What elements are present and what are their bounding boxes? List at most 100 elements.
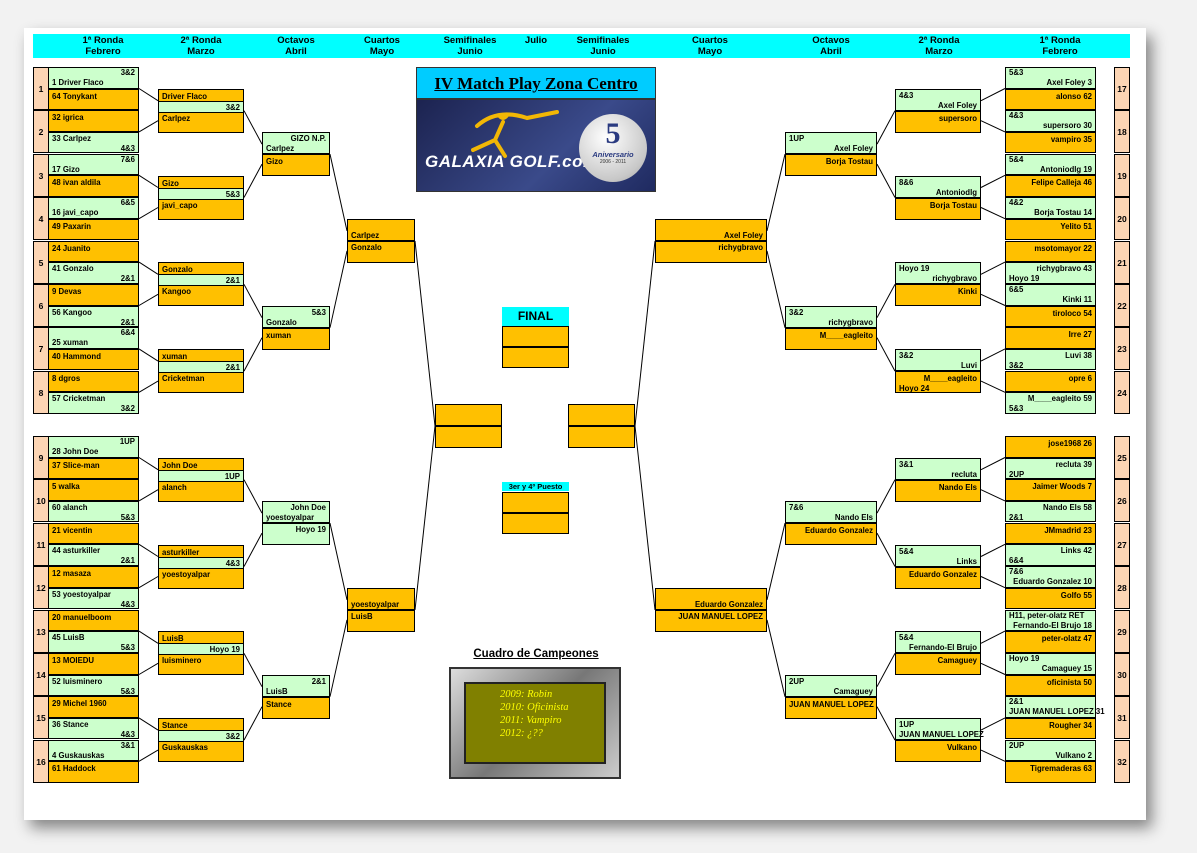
bracket-connector — [243, 706, 263, 741]
player-name: LuisB — [162, 634, 184, 644]
match-result: 4&3 — [225, 558, 240, 568]
match-number: 27 — [1114, 522, 1130, 566]
player-name: xuman — [266, 330, 292, 340]
player-name: luisminero — [162, 656, 202, 666]
round-month: Junio — [457, 46, 483, 57]
match-result: 4&3 — [120, 729, 135, 739]
bracket-connector — [138, 88, 159, 102]
match-result: 2&1 — [225, 363, 240, 373]
match-result: 7&6 — [120, 154, 135, 164]
player-name: Carlpez — [162, 113, 191, 123]
winner-slot: yoestoyalpar — [158, 566, 244, 589]
player-name: 49 Paxarin — [52, 221, 92, 231]
result-slot: 5&3 — [158, 187, 244, 200]
player-name: richygbravo 43 — [1036, 264, 1092, 274]
match-result: 2&1 — [225, 276, 240, 286]
player-name: JMmadrid 23 — [1044, 525, 1092, 535]
player-name: M____eagleito — [923, 374, 977, 384]
anniversary-seal: 5 Aniversario 2006 - 2011 — [579, 114, 647, 182]
player-name: Guskauskas — [162, 743, 208, 753]
match-result: 3&1 — [120, 740, 135, 750]
player-name: Fernando-El Brujo — [908, 643, 977, 653]
bracket-connector — [766, 619, 786, 697]
player-name: Felipe Calleja 46 — [1031, 178, 1092, 188]
winner-slot: luisminero — [158, 653, 244, 676]
match-result: 2&1 — [120, 556, 135, 566]
match-number: 19 — [1114, 153, 1130, 197]
match-result: 5&4 — [899, 546, 914, 556]
bracket-connector — [414, 240, 436, 427]
player-name: 1 Driver Flaco — [52, 78, 104, 87]
player-slot: Rougher 34 — [1005, 717, 1096, 740]
player-name: Irre 27 — [1068, 330, 1092, 340]
player-name: supersoro 30 — [1043, 121, 1092, 131]
player-name: 20 manuelboom — [52, 612, 112, 622]
player-name: 48 ivan aldila — [52, 178, 101, 188]
match-number: 10 — [33, 479, 49, 523]
result-slot: 3&2 — [158, 730, 244, 743]
champions-frame: 2009: Robin 2010: Oficinista 2011: Vampi… — [449, 667, 621, 779]
match-number: 6 — [33, 284, 49, 327]
bracket-connector — [634, 240, 656, 427]
round-name: 2ª Ronda — [180, 35, 222, 46]
match-number: 9 — [33, 436, 49, 479]
player-slot: 8 dgros — [48, 370, 139, 393]
winner-slot: Eduardo Gonzalez — [895, 566, 981, 589]
winner-slot: Borja Tostau — [785, 154, 877, 177]
match-result: 5&3 — [120, 512, 135, 522]
match-result: 2&1 — [1009, 697, 1024, 707]
winner-slot: Cricketman — [158, 371, 244, 394]
match-result: 3&2 — [899, 351, 914, 361]
bracket-connector — [243, 284, 263, 318]
player-name: 60 alanch — [52, 502, 88, 512]
champions-title: Cuadro de Campeones — [473, 648, 599, 660]
player-name: 57 Cricketman — [52, 394, 106, 404]
match-result: 4&3 — [120, 599, 135, 609]
player-slot: 32 igrica — [48, 110, 139, 132]
round-name: Octavos — [277, 35, 315, 46]
match-result: 5&3 — [120, 643, 135, 653]
match-number: 29 — [1114, 609, 1130, 653]
player-name: 37 Slice-man — [52, 460, 100, 470]
bracket-connector — [980, 293, 1006, 306]
player-name: 9 Devas — [52, 287, 82, 296]
bracket-connector — [980, 717, 1006, 731]
round-month: Febrero — [85, 46, 121, 57]
player-name: JUAN MANUEL LOPEZ — [899, 730, 984, 740]
player-name: Luvi — [960, 361, 977, 371]
player-name: Borja Tostau 14 — [1034, 208, 1092, 218]
match-number: 32 — [1114, 739, 1130, 783]
player-name: LuisB — [266, 686, 288, 696]
winner-slot: Nando Els — [895, 479, 981, 502]
winner-slot: javi_capo — [158, 197, 244, 220]
player-slot: 5 walka — [48, 479, 139, 501]
player-name: Antoniodlg 19 — [1040, 164, 1092, 174]
player-name: Tigremaderas 63 — [1030, 764, 1092, 774]
match-number: 22 — [1114, 284, 1130, 327]
round-name: 1ª Ronda — [1039, 35, 1081, 46]
player-name: jose1968 26 — [1048, 439, 1092, 448]
winner-slot: JUAN MANUEL LOPEZ — [785, 696, 877, 719]
player-name: yoestoyalpar — [351, 599, 400, 609]
player-name: Camaguey 15 — [1041, 664, 1092, 673]
round-name: Cuartos — [364, 35, 400, 46]
bracket-connector — [138, 120, 159, 133]
match-result: 4&3 — [899, 90, 914, 100]
match-result: Hoyo 19 — [1009, 654, 1040, 663]
winner-slot: Eduardo Gonzalez — [655, 587, 767, 610]
match-number: 28 — [1114, 566, 1130, 610]
